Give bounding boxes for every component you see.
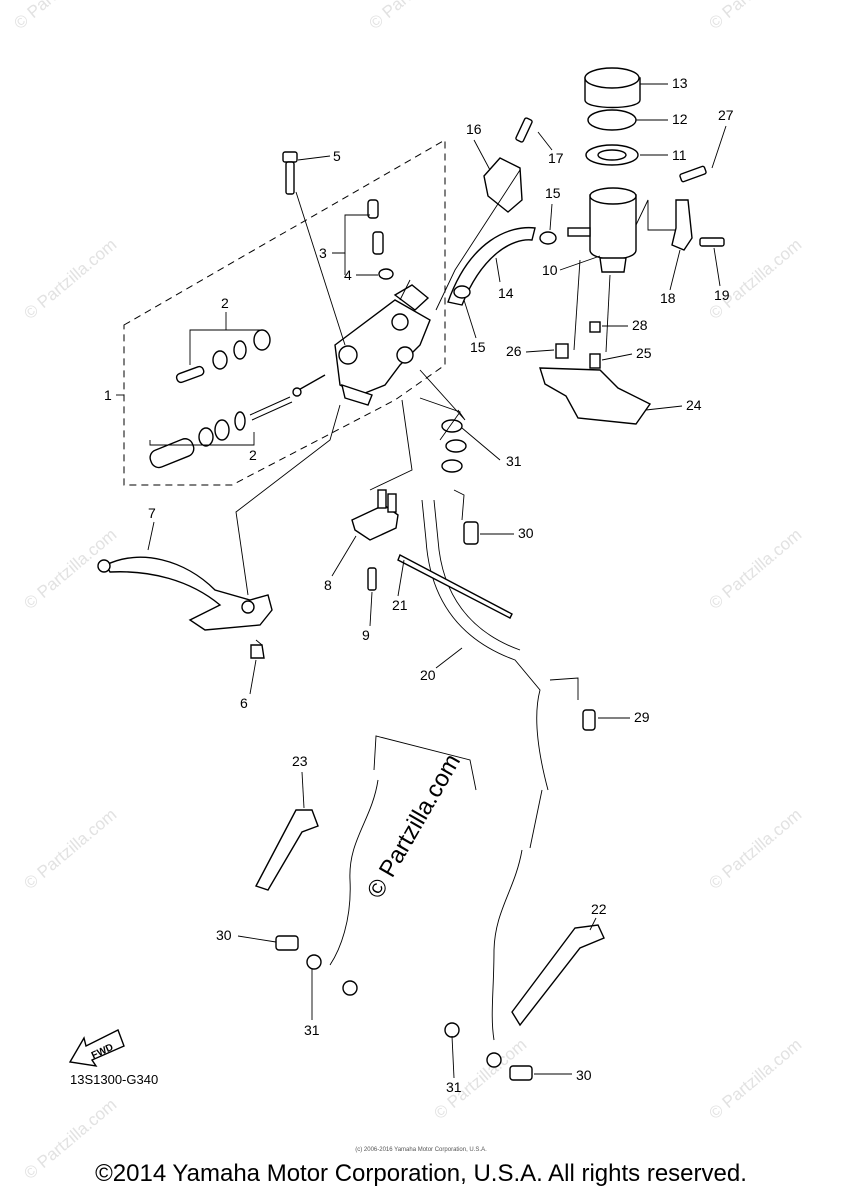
gasket [342,980,358,996]
gasket [444,1022,460,1038]
callout-8: 8 [324,577,332,593]
callout-19: 19 [714,287,730,303]
stay-bolt-upper [679,165,707,183]
bracket-bolt-28 [589,321,601,333]
pivot-bolt [282,151,298,195]
callout-11: 11 [672,147,687,163]
diagram-code: 13S1300-G340 [70,1072,159,1087]
center-watermark: © Partzilla.com [362,749,466,903]
watermark: © Partzilla.com [705,805,805,893]
gasket [486,1052,502,1068]
callout-27: 27 [718,107,734,123]
callout-30: 30 [576,1067,592,1083]
watermark: © Partzilla.com [365,0,465,33]
callout-20: 20 [420,667,436,683]
callout-31: 31 [446,1079,462,1095]
master-cylinder-body [334,284,431,406]
callouts: 1 2 2 3 4 5 6 7 8 9 10 11 12 13 14 15 [104,75,734,1095]
assembly-outline [123,139,446,486]
watermark: © Partzilla.com [705,525,805,613]
callout-2: 2 [221,295,229,311]
fwd-arrow-icon: FWD [68,1029,125,1067]
callout-15: 15 [545,185,561,201]
leader-lines [235,169,676,849]
callout-2: 2 [249,447,257,463]
reservoir-mount-bracket [539,367,652,425]
bleed-screw [367,199,394,280]
gasket [441,459,463,473]
clamp [555,343,569,359]
callout-5: 5 [333,148,341,164]
callout-7: 7 [148,505,156,521]
collar [589,353,601,369]
callout-31: 31 [304,1022,320,1038]
callout-15: 15 [470,339,486,355]
bracket-bolt [515,117,533,143]
piston-kit-upper [175,329,271,384]
union-bolt [509,1065,533,1081]
callout-10: 10 [542,262,558,278]
callout-9: 9 [362,627,370,643]
brake-lever [97,556,273,631]
hose-guide-right [511,924,605,1027]
callout-13: 13 [672,75,688,91]
watermark: © Partzilla.com [10,0,110,33]
lower-hose-right [491,849,523,1041]
callout-28: 28 [632,317,648,333]
reservoir-cap [584,67,641,109]
callout-25: 25 [636,345,652,361]
cable-tie [397,554,513,619]
callout-24: 24 [686,397,702,413]
callout-1: 1 [104,387,112,403]
callout-6: 6 [240,695,248,711]
copyright-line: ©2014 Yamaha Motor Corporation, U.S.A. A… [95,1160,747,1187]
stay-bolt [699,237,725,247]
gasket [441,419,463,433]
callout-30: 30 [216,927,232,943]
watermark: © Partzilla.com [705,1035,805,1123]
union-bolt-29 [582,709,596,731]
watermark: © Partzilla.com [20,235,120,323]
callout-4: 4 [344,267,352,283]
callout-14: 14 [498,285,514,301]
stop-switch [351,489,399,591]
union-bolt [275,935,299,951]
small-copyright-note: (c) 2006-2016 Yamaha Motor Corporation, … [355,1147,487,1153]
lower-hose-left [329,779,379,966]
reservoir-diaphragm [585,144,639,166]
gasket [306,954,322,970]
callout-30: 30 [518,525,534,541]
hose-clip [453,285,471,299]
callout-12: 12 [672,111,688,127]
lever-nut [250,644,265,659]
callout-26: 26 [506,343,522,359]
watermark: © Partzilla.com [705,235,805,323]
callout-31: 31 [506,453,522,469]
union-bolt [463,521,479,545]
watermark: © Partzilla.com [705,0,805,33]
callout-21: 21 [392,597,408,613]
diaphragm-holder [587,109,637,131]
callout-17: 17 [548,150,564,166]
gasket [445,439,467,453]
callout-29: 29 [634,709,650,725]
reservoir-stay [671,199,693,251]
callout-16: 16 [466,121,482,137]
watermark: © Partzilla.com [20,805,120,893]
brake-hose-main-2 [433,499,521,651]
reservoir-bracket-upper [483,157,523,213]
reservoir-hose [447,226,536,306]
piston-kit-lower [149,374,326,469]
hose-clip [539,231,557,245]
brake-hose-main [421,499,549,791]
callout-22: 22 [591,901,607,917]
hose-guide-left [254,809,319,891]
reservoir [567,187,637,273]
callout-23: 23 [292,753,308,769]
callout-3: 3 [319,245,327,261]
callout-18: 18 [660,290,676,306]
